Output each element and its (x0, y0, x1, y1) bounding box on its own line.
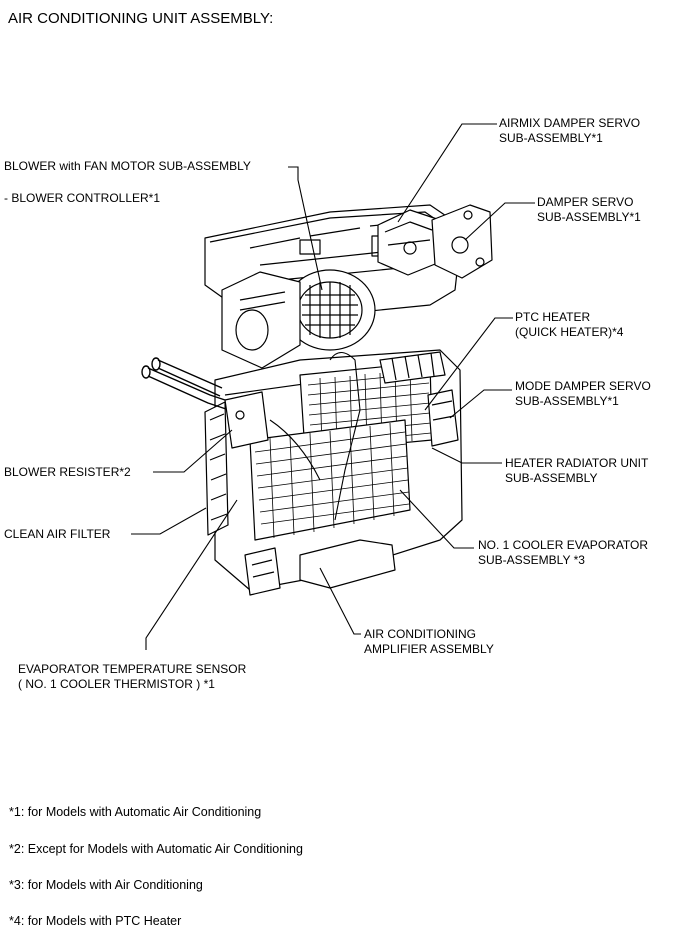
label-ac-amplifier: AIR CONDITIONING AMPLIFIER ASSEMBLY (364, 627, 494, 657)
label-amp-line2: AMPLIFIER ASSEMBLY (364, 642, 494, 656)
footnote-1: *1: for Models with Automatic Air Condit… (9, 805, 262, 819)
leader-lines (131, 123, 535, 650)
label-heater-line1: HEATER RADIATOR UNIT (505, 456, 649, 470)
label-blower-controller: - BLOWER CONTROLLER*1 (4, 191, 161, 205)
label-damper-servo: DAMPER SERVO SUB-ASSEMBLY*1 (537, 195, 641, 225)
label-clean-air-filter: CLEAN AIR FILTER (4, 527, 111, 541)
damper-servo-drawing (431, 204, 493, 279)
label-mode-line2: SUB-ASSEMBLY*1 (515, 394, 619, 408)
label-ptc-line2: (QUICK HEATER)*4 (515, 325, 624, 339)
label-amp-line1: AIR CONDITIONING (364, 627, 477, 641)
footnote-3: *3: for Models with Air Conditioning (9, 878, 203, 892)
label-airmix-line2: SUB-ASSEMBLY*1 (499, 131, 603, 145)
label-heater-line2: SUB-ASSEMBLY (505, 471, 598, 485)
blower-fan (221, 269, 376, 369)
label-blower-resister: BLOWER RESISTER*2 (4, 465, 131, 479)
label-sensor-line2: ( NO. 1 COOLER THERMISTOR ) *1 (18, 677, 215, 691)
label-evaporator-sensor: EVAPORATOR TEMPERATURE SENSOR ( NO. 1 CO… (18, 662, 246, 692)
label-evap-line2: SUB-ASSEMBLY *3 (478, 553, 585, 567)
blower-resister-drawing (224, 391, 269, 449)
label-airmix-line1: AIRMIX DAMPER SERVO (499, 116, 641, 130)
label-damper-line1: DAMPER SERVO (537, 195, 634, 209)
footnote-2: *2: Except for Models with Automatic Air… (9, 842, 303, 856)
label-blower-fan-motor: BLOWER with FAN MOTOR SUB-ASSEMBLY (4, 159, 251, 173)
ptc-heater-drawing (379, 351, 446, 384)
label-mode-line1: MODE DAMPER SERVO (515, 379, 651, 393)
label-ptc-heater: PTC HEATER (QUICK HEATER)*4 (515, 310, 623, 340)
label-cooler-evaporator: NO. 1 COOLER EVAPORATOR SUB-ASSEMBLY *3 (478, 538, 648, 568)
label-evap-line1: NO. 1 COOLER EVAPORATOR (478, 538, 649, 552)
label-sensor-line1: EVAPORATOR TEMPERATURE SENSOR (18, 662, 247, 676)
label-damper-line2: SUB-ASSEMBLY*1 (537, 210, 641, 224)
label-airmix-damper-servo: AIRMIX DAMPER SERVO SUB-ASSEMBLY*1 (499, 116, 640, 146)
evaporator-drawing (249, 419, 411, 541)
label-mode-damper-servo: MODE DAMPER SERVO SUB-ASSEMBLY*1 (515, 379, 651, 409)
filter-drawing (204, 401, 229, 536)
footnote-4: *4: for Models with PTC Heater (9, 914, 182, 928)
diagram-title: AIR CONDITIONING UNIT ASSEMBLY: (8, 10, 274, 27)
mode-servo-drawing (427, 389, 459, 447)
label-heater-radiator: HEATER RADIATOR UNIT SUB-ASSEMBLY (505, 456, 648, 486)
label-ptc-line1: PTC HEATER (515, 310, 591, 324)
